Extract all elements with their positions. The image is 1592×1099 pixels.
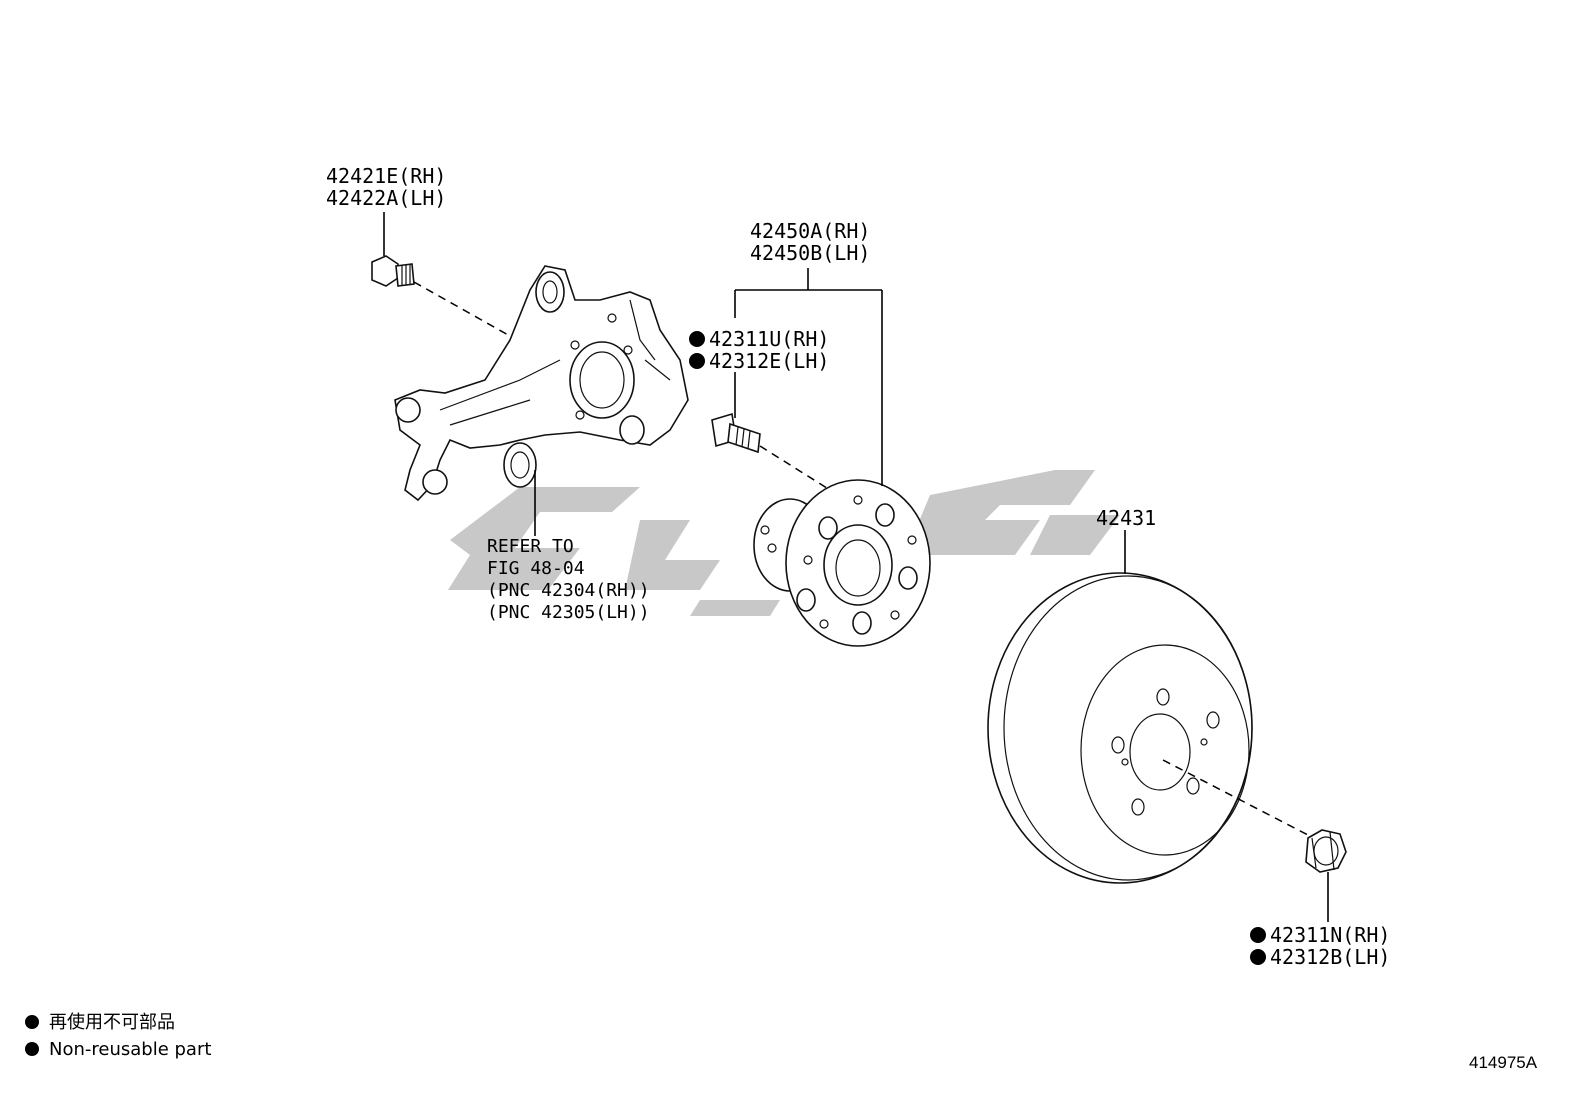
legend-jp: 再使用不可部品 xyxy=(49,1012,175,1033)
callout-42421e: 42421E(RH) xyxy=(326,164,446,188)
figure-id: 414975A xyxy=(1469,1053,1538,1072)
legend-marker-icon xyxy=(25,1042,39,1056)
refer-note-line-1: REFER TO xyxy=(487,536,574,557)
callout-42450a: 42450A(RH) xyxy=(750,219,870,243)
callout-42450b: 42450B(LH) xyxy=(750,241,870,265)
callout-42311n: 42311N(RH) xyxy=(1270,923,1390,947)
refer-note-line-2: FIG 48-04 xyxy=(487,558,585,579)
non-reusable-marker-icon xyxy=(1250,927,1266,943)
hub-nut xyxy=(1305,829,1347,922)
callout-42431: 42431 xyxy=(1096,506,1156,530)
non-reusable-marker-icon xyxy=(689,353,705,369)
non-reusable-marker-icon xyxy=(689,331,705,347)
non-reusable-marker-icon xyxy=(1250,949,1266,965)
hub-bearing-assembly xyxy=(753,479,931,647)
refer-note-line-4: (PNC 42305(LH)) xyxy=(487,602,650,623)
callout-42312e: 42312E(LH) xyxy=(709,349,829,373)
watermark-logo xyxy=(448,470,1120,616)
legend-marker-icon xyxy=(25,1015,39,1029)
refer-note-line-3: (PNC 42304(RH)) xyxy=(487,580,650,601)
callout-42422a: 42422A(LH) xyxy=(326,186,446,210)
callout-42311u: 42311U(RH) xyxy=(709,327,829,351)
hub-assembly-bracket xyxy=(734,268,883,486)
hub-bolt xyxy=(711,372,831,491)
legend-en: Non-reusable part xyxy=(49,1039,211,1060)
knuckle-bolt xyxy=(371,255,511,337)
callout-42312b: 42312B(LH) xyxy=(1270,945,1390,969)
brake-disc xyxy=(987,530,1309,884)
rear-axle-carrier xyxy=(394,265,689,536)
